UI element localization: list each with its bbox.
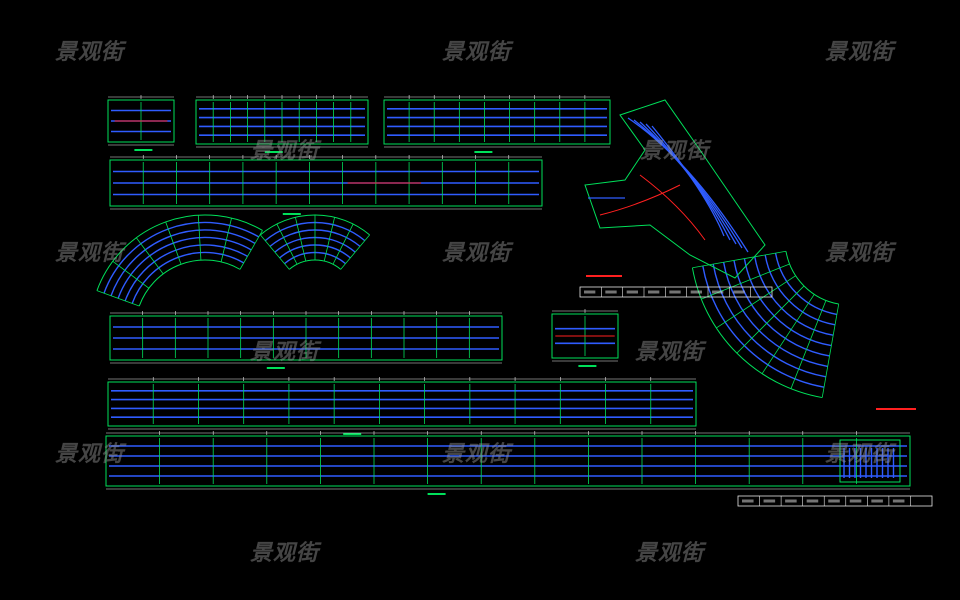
- radial-divider: [197, 215, 202, 261]
- radial-divider: [332, 223, 354, 265]
- title-block-cell-text: [806, 499, 819, 503]
- sheet-frame: [107, 381, 697, 427]
- curved-drawings: [96, 99, 916, 410]
- sheet-frame: [109, 159, 543, 207]
- junction-line: [627, 117, 749, 253]
- radial-divider: [790, 300, 827, 389]
- sheet-frame: [105, 435, 911, 487]
- title-blocks: [579, 286, 933, 507]
- junction-outline: [584, 99, 766, 279]
- radial-divider: [96, 290, 140, 307]
- radial-divider: [220, 218, 232, 262]
- title-block-cell-text: [849, 499, 862, 503]
- radial-divider: [323, 217, 335, 262]
- drawing-sheet-plan-c: [383, 95, 611, 153]
- radial-divider: [736, 285, 805, 354]
- radial-divider: [239, 230, 263, 270]
- title-block-frame: [737, 495, 933, 507]
- sheet-frame: [107, 99, 175, 143]
- radial-divider: [136, 237, 164, 275]
- radial-divider: [340, 234, 370, 270]
- sheet-frame: [383, 99, 611, 145]
- accent-line: [599, 184, 681, 216]
- sheet-frame: [109, 315, 503, 361]
- drawing-sheet-curved-a: [96, 214, 263, 307]
- accent-line: [639, 174, 706, 241]
- hatch-frame: [839, 439, 901, 483]
- radial-divider: [692, 250, 787, 269]
- sheet-frame: [195, 99, 369, 145]
- drawing-sheet-curved-b: [260, 214, 370, 270]
- title-block-frame: [579, 286, 773, 298]
- drawing-sheet-small-detail: [551, 309, 619, 367]
- drawing-sheet-strip-2: [109, 311, 503, 369]
- title-block-cell-text: [828, 499, 840, 503]
- title-block-bottom: [737, 495, 933, 507]
- hatched-detail: [839, 439, 901, 483]
- title-block-cell-text: [742, 499, 754, 503]
- title-block-cell-text: [763, 499, 776, 503]
- drawing-sheet-junction-plan: [584, 99, 766, 279]
- drawing-sheet-strip-4: [105, 431, 911, 495]
- title-block-cell-text: [785, 499, 797, 503]
- title-block-cell-text: [871, 499, 883, 503]
- title-block-cell-text: [690, 290, 702, 294]
- title-block-cell-text: [712, 290, 724, 294]
- junction-line: [651, 125, 725, 237]
- radial-divider: [112, 261, 150, 289]
- arc-line: [138, 259, 241, 307]
- radial-divider: [165, 221, 182, 265]
- arc-line: [260, 214, 370, 236]
- drawing-sheets: [105, 95, 911, 495]
- radial-divider: [276, 223, 298, 265]
- title-block-cell-text: [733, 290, 745, 294]
- title-block-top: [579, 286, 773, 298]
- radial-divider: [821, 303, 840, 398]
- drawing-sheet-strip-3: [107, 377, 697, 435]
- title-block-cell-text: [626, 290, 638, 294]
- title-block-cell-text: [892, 499, 905, 503]
- radial-divider: [761, 294, 815, 374]
- title-block-cell-text: [584, 290, 596, 294]
- radial-divider: [295, 217, 307, 262]
- drawing-sheet-plan-b: [195, 95, 369, 153]
- title-block-cell-text: [605, 290, 617, 294]
- arc-line: [288, 259, 342, 270]
- sheet-frame: [551, 313, 619, 359]
- drawing-sheet-long-strip-1: [109, 155, 543, 215]
- radial-divider: [716, 275, 796, 329]
- title-block-cell-text: [648, 290, 660, 294]
- drawing-sheet-plan-a: [107, 95, 175, 151]
- radial-divider: [260, 234, 290, 270]
- title-block-cell-text: [669, 290, 681, 294]
